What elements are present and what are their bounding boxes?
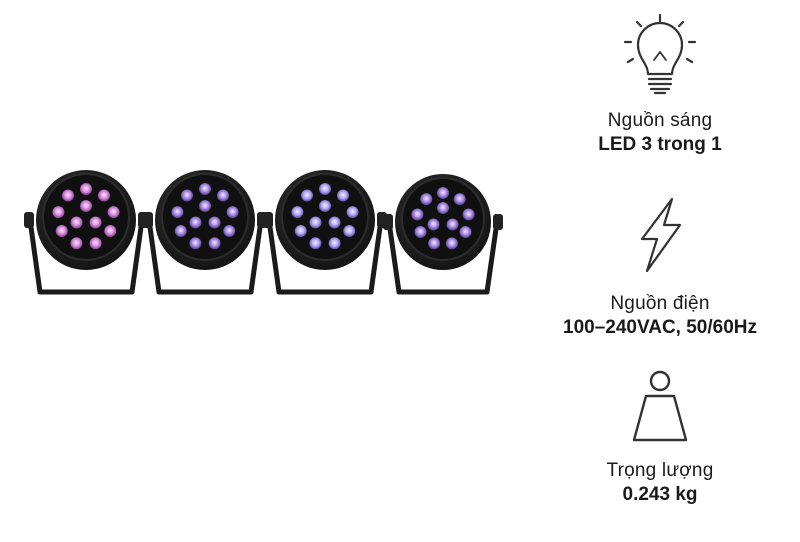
spec-value: 0.243 kg <box>622 484 698 505</box>
par-light-fixture <box>263 170 387 295</box>
spec-label: Nguồn sáng <box>607 110 713 131</box>
spec-light-source: Nguồn sáng LED 3 trong 1 <box>520 12 800 156</box>
spec-value: LED 3 trong 1 <box>598 134 722 155</box>
spec-value: 100–240VAC, 50/60Hz <box>563 317 757 338</box>
lightning-bolt-icon <box>640 197 682 273</box>
weight-icon <box>632 370 688 442</box>
par-light-fixture <box>24 170 148 295</box>
spec-label: Trọng lượng <box>606 460 714 481</box>
lightbulb-icon <box>623 13 697 95</box>
par-light-fixture <box>383 174 503 295</box>
spec-power-supply: Nguồn điện 100–240VAC, 50/60Hz <box>520 195 800 339</box>
par-lights-image <box>24 170 503 295</box>
spec-label: Nguồn điện <box>610 293 710 314</box>
spec-weight: Trọng lượng 0.243 kg <box>520 368 800 506</box>
par-light-fixture <box>143 170 267 295</box>
